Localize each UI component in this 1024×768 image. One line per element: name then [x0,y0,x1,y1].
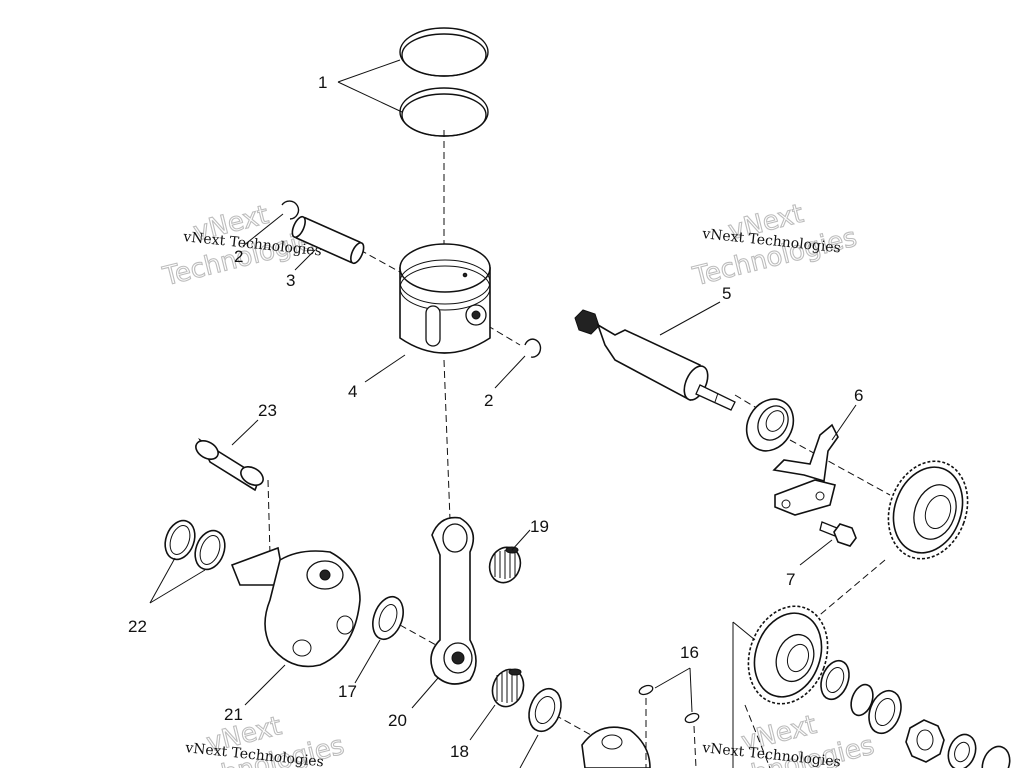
label-2-left: 2 [234,247,243,266]
woodruff-keys [638,684,700,724]
centerline-lower [554,714,601,741]
crank-lower-hole [601,734,623,750]
lower-centerline [744,704,771,768]
label-16: 16 [680,643,699,662]
label-18: 18 [450,742,469,761]
leader-21 [244,664,286,706]
label-6: 6 [854,386,863,405]
clip-right [524,338,542,358]
lower-washer [528,687,562,733]
label-21: 21 [224,705,243,724]
crankshaft-half [230,546,361,668]
connecting-rod [430,516,477,685]
ring-bottom-inner [401,93,487,137]
needle-bearing-large [491,668,525,708]
centerline-pin [359,249,401,273]
leader-19 [511,529,531,551]
label-1: 1 [318,73,327,92]
bolt [819,521,857,547]
leader-22a [149,557,176,604]
label-7: 7 [786,570,795,589]
piston-pin [291,215,365,265]
bearing [745,398,795,452]
leader-20 [411,677,439,709]
retainer-bracket [772,423,839,516]
leader-2b [494,355,526,389]
leader-23 [231,419,259,446]
lower-right-parts [820,659,1011,768]
label-22: 22 [128,617,147,636]
label-17: 17 [338,682,357,701]
crank-washer [372,595,404,641]
leader-16b [689,667,693,713]
needle-bearing-small [488,546,522,584]
crankshaft-lower-half [581,726,651,768]
leader-3 [294,249,316,271]
clip-left [281,200,300,220]
centerline-bracket [789,439,891,496]
leader-4 [364,354,406,383]
leader-6 [831,404,857,441]
label-2-right: 2 [484,391,493,410]
centerline-crankpin [267,479,271,556]
leader-7 [799,539,833,566]
leader-lower [519,734,539,768]
drive-gear-upper [887,460,969,560]
centerline-washer [399,624,446,651]
crank-gear-lower [747,605,829,705]
crank-pin [195,437,264,492]
key-line-b [693,725,697,768]
leader-17 [354,639,381,684]
leader-2a [242,213,284,247]
gear-bracket-top [732,621,756,641]
leader-22b [149,569,206,604]
piston [399,243,491,354]
leader-1a [337,59,401,83]
leader-5 [659,301,721,336]
label-19: 19 [530,517,549,536]
leader-18 [469,704,496,741]
centerline-clip [477,319,521,346]
label-23: 23 [258,401,277,420]
label-5: 5 [722,284,731,303]
balancer-shaft [574,309,736,411]
thrust-washers [164,519,226,571]
piston-rings [399,27,489,137]
label-20: 20 [388,711,407,730]
ring-top-inner [401,33,487,77]
centerline-piston-rod [443,359,451,521]
label-4: 4 [348,382,357,401]
leader-16a [654,667,691,689]
label-3: 3 [286,271,295,290]
leader-1b [337,81,403,113]
